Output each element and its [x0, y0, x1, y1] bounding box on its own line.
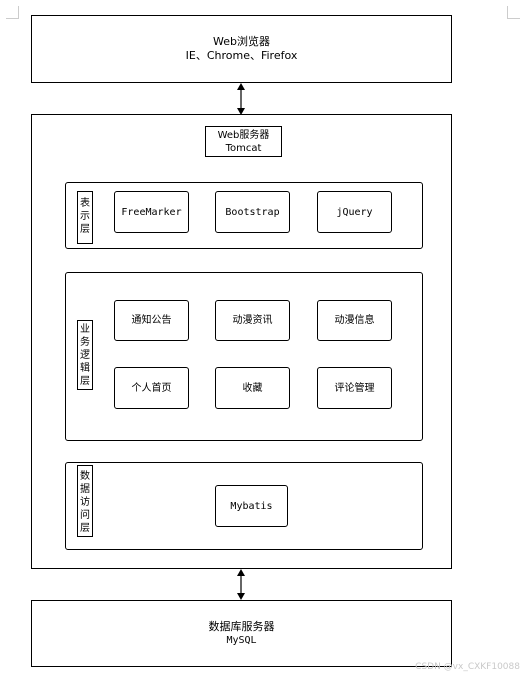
favorites-box: 收藏	[215, 367, 290, 409]
freemarker-box: FreeMarker	[114, 191, 189, 233]
jquery-box: jQuery	[317, 191, 392, 233]
web-server-box: Web服务器 Tomcat 表示层 FreeMarker Bootstrap j…	[31, 114, 452, 569]
data-access-layer: 数据访问层 Mybatis	[65, 462, 423, 550]
server-database-arrow	[237, 569, 245, 600]
browser-subtitle: IE、Chrome、Firefox	[185, 49, 298, 62]
anime-info-box: 动漫信息	[317, 300, 392, 341]
database-subtitle: MySQL	[226, 635, 257, 646]
web-server-header: Web服务器 Tomcat	[205, 126, 282, 157]
page-corner-mark-top-left	[6, 6, 19, 19]
bootstrap-box: Bootstrap	[215, 191, 290, 233]
database-box: 数据库服务器 MySQL	[31, 600, 452, 667]
business-logic-layer-label: 业务逻辑层	[77, 320, 93, 390]
browser-server-arrow	[237, 83, 245, 115]
web-server-subtitle: Tomcat	[225, 142, 262, 154]
database-title: 数据库服务器	[208, 620, 275, 633]
data-access-layer-label: 数据访问层	[77, 465, 93, 537]
web-server-title: Web服务器	[217, 129, 270, 141]
presentation-layer: 表示层 FreeMarker Bootstrap jQuery	[65, 182, 423, 249]
presentation-layer-label: 表示层	[77, 191, 93, 244]
page-corner-mark-top-right	[507, 6, 520, 19]
watermark: CSDN @vx_CXKF10088	[415, 662, 520, 672]
notice-box: 通知公告	[114, 300, 189, 341]
browser-box: Web浏览器 IE、Chrome、Firefox	[31, 15, 452, 83]
comment-management-box: 评论管理	[317, 367, 392, 409]
business-logic-layer: 业务逻辑层 通知公告 动漫资讯 动漫信息 个人首页 收藏 评论管理	[65, 272, 423, 441]
personal-home-box: 个人首页	[114, 367, 189, 409]
mybatis-box: Mybatis	[215, 485, 288, 527]
browser-title: Web浏览器	[213, 35, 270, 48]
anime-news-box: 动漫资讯	[215, 300, 290, 341]
